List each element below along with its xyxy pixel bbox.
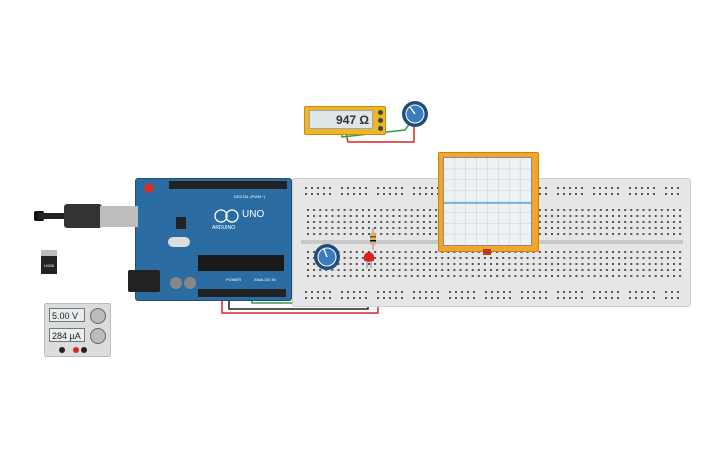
multimeter-port-3[interactable] <box>378 126 383 131</box>
resistor-icon[interactable] <box>368 228 378 250</box>
multimeter-display: 947 Ω <box>309 110 373 129</box>
usb-cable-icon[interactable] <box>34 200 138 234</box>
power-supply[interactable]: 5.00 V 284 µA <box>44 303 111 357</box>
multimeter-port-1[interactable] <box>378 110 383 115</box>
potentiometer-icon[interactable] <box>400 99 430 129</box>
oscilloscope-screen <box>443 157 532 246</box>
voltage-knob[interactable] <box>90 308 106 324</box>
arduino-model-label: UNO <box>242 209 265 220</box>
led-icon[interactable] <box>363 250 375 268</box>
regulator-icon[interactable]: LM35 <box>41 250 57 274</box>
multimeter[interactable]: 947 Ω <box>304 106 386 135</box>
current-knob[interactable] <box>90 328 106 344</box>
potentiometer-icon[interactable] <box>312 242 342 272</box>
arduino-graphics <box>144 181 287 297</box>
analog-pins-label: ANALOG IN <box>254 277 276 282</box>
arduino-uno-board[interactable]: ARDUINO UNO DIGITAL (PWM~) POWER ANALOG … <box>135 178 292 301</box>
voltage-display: 5.00 V <box>49 308 85 322</box>
terminal-black[interactable] <box>59 347 65 353</box>
power-pins-label: POWER <box>226 277 242 282</box>
digital-pins-label: DIGITAL (PWM~) <box>234 194 265 199</box>
current-display: 284 µA <box>49 328 85 342</box>
arduino-brand-label: ARDUINO <box>212 225 236 231</box>
wire-red-mm-pot[interactable] <box>345 126 415 143</box>
terminal-red-2[interactable] <box>81 347 87 353</box>
terminal-red-1[interactable] <box>73 347 79 353</box>
power-jack <box>128 270 160 292</box>
regulator-label: LM35 <box>43 262 54 268</box>
oscilloscope[interactable] <box>438 152 539 255</box>
multimeter-port-2[interactable] <box>378 118 383 123</box>
oscilloscope-probe[interactable] <box>483 249 491 255</box>
